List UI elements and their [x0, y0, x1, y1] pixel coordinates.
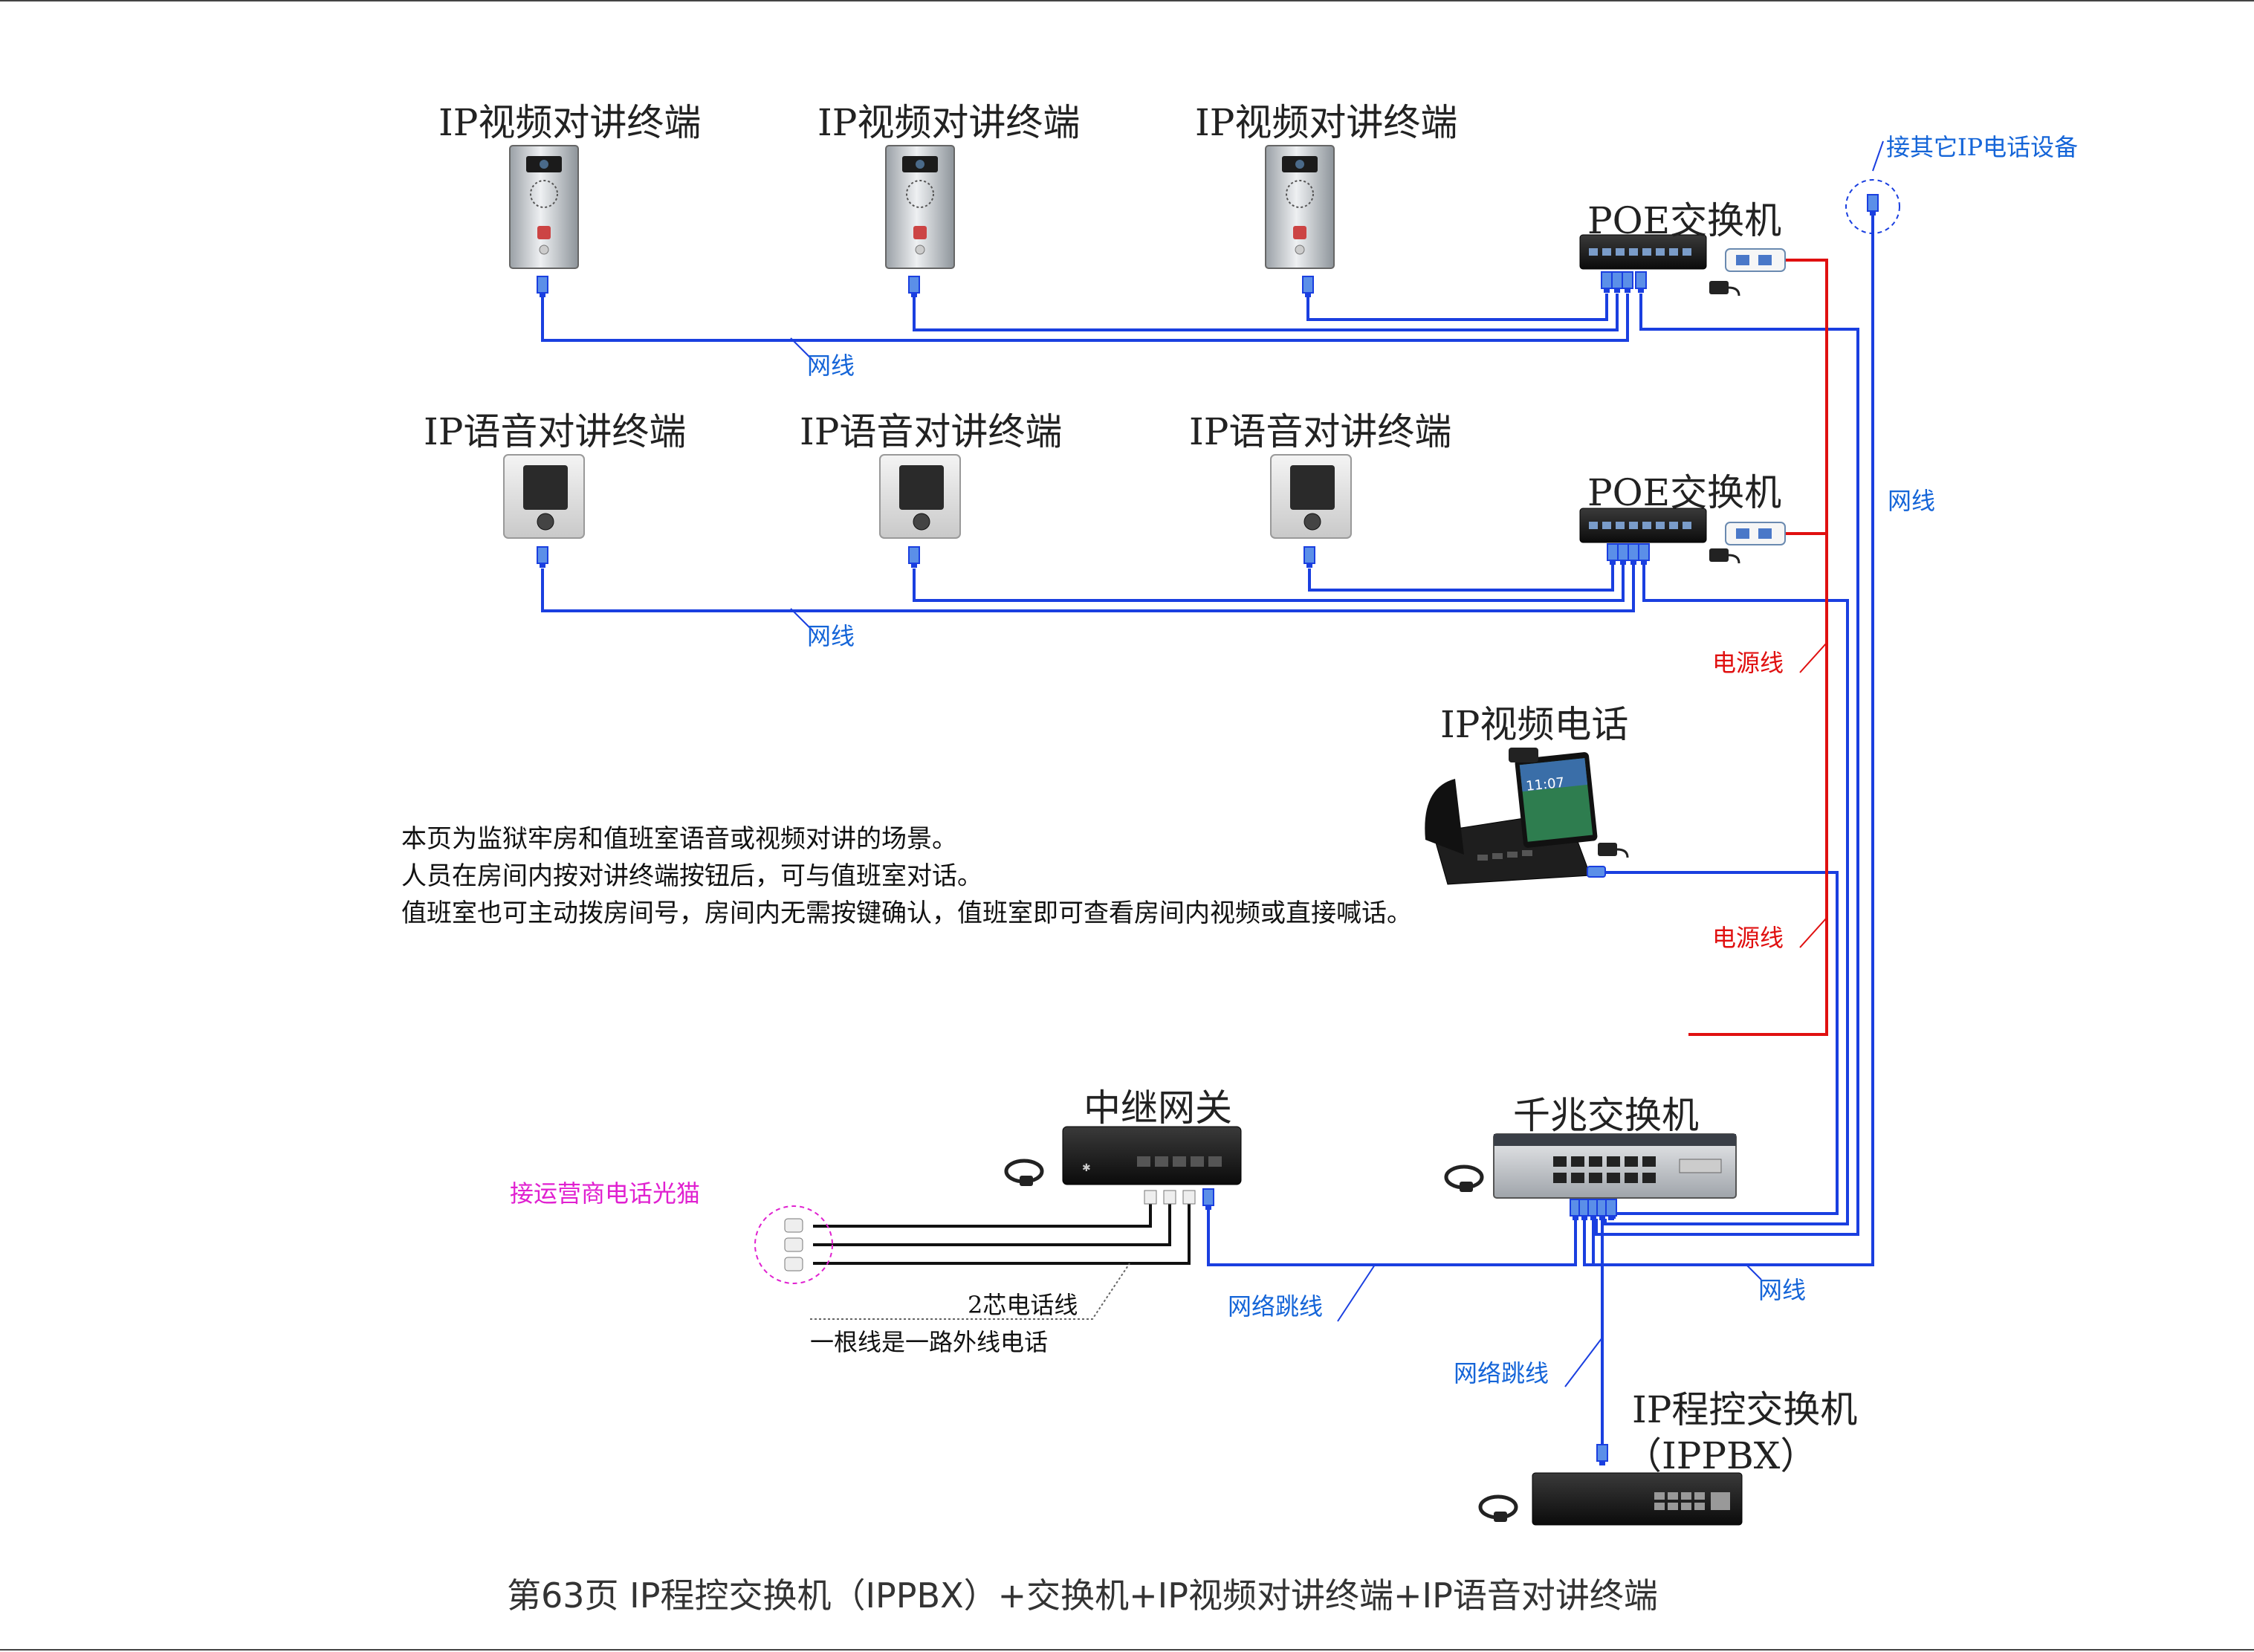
ippbx-label-line2: （IPPBX） [1625, 1434, 1818, 1477]
net-wire-voice-1 [541, 565, 1635, 612]
net-wire-label-2: 网线 [807, 622, 855, 650]
description-line-2: 人员在房间内按对讲终端按钮后，可与值班室对话。 [401, 861, 982, 891]
phone-line-label-1: 2芯电话线 [968, 1291, 1078, 1319]
gigabit-switch-device [1493, 1133, 1737, 1199]
net-wire-video-3 [1306, 294, 1608, 321]
ippbx-device [1532, 1472, 1743, 1526]
description-line-1: 本页为监狱牢房和值班室语音或视频对讲的场景。 [401, 824, 957, 854]
other-ip-label: 接其它IP电话设备 [1886, 133, 2079, 161]
leader-other-ip [1872, 140, 1884, 172]
net-wire-poe1-uplink [1595, 294, 1859, 1236]
ippbx-label-line1: IP程控交换机 [1632, 1388, 1858, 1431]
video-terminal-label-1: IP视频对讲终端 [438, 101, 702, 144]
trunk-gateway-device: ✱ [1062, 1126, 1242, 1185]
description-line-3: 值班室也可主动拨房间号，房间内无需按键确认，值班室即可查看房间内视频或直接喊话。 [401, 898, 1412, 928]
net-wire-other-ip [1583, 216, 1874, 1266]
ippbx-power-adapter [1478, 1494, 1518, 1522]
gateway-power-adapter [1004, 1159, 1044, 1186]
voice-terminal-label-1: IP语音对讲终端 [424, 410, 687, 453]
net-wire-label-right: 网线 [1888, 487, 1936, 515]
video-terminal-label-2: IP视频对讲终端 [817, 101, 1081, 144]
voice-terminal-device-1 [503, 454, 585, 539]
phone-line-1 [813, 1204, 1152, 1228]
poe-switch-label-2: POE交换机 [1587, 471, 1782, 514]
video-terminal-device-1 [509, 145, 579, 269]
video-phone-label: IP视频电话 [1440, 703, 1629, 746]
power-strip-1 [1725, 248, 1786, 272]
patch-wire-label-1: 网络跳线 [1228, 1292, 1324, 1321]
video-terminal-device-3 [1265, 145, 1335, 269]
power-wire-poe1 [1688, 259, 1828, 1036]
video-terminal-label-3: IP视频对讲终端 [1195, 101, 1458, 144]
net-wire-label-bottom: 网线 [1758, 1276, 1807, 1304]
phone-line-label-2: 一根线是一路外线电话 [810, 1328, 1049, 1356]
leader-net-1 [790, 337, 814, 361]
leader-power-2 [1799, 917, 1827, 948]
svg-text:✱: ✱ [1082, 1162, 1091, 1174]
power-wire-label-2: 电源线 [1712, 924, 1784, 952]
carrier-modem-ports [784, 1218, 803, 1272]
trunk-gateway-label: 中继网关 [1084, 1086, 1232, 1130]
voice-terminal-device-2 [879, 454, 961, 539]
net-wire-poe2-uplink [1604, 565, 1849, 1225]
video-terminal-device-2 [885, 145, 955, 269]
leader-power-1 [1799, 642, 1827, 673]
poe-switch-label-1: POE交换机 [1587, 199, 1782, 242]
phone-line-2 [813, 1204, 1171, 1246]
patch-wire-label-2: 网络跳线 [1454, 1359, 1549, 1387]
voice-terminal-label-2: IP语音对讲终端 [800, 410, 1063, 453]
leader-phone-line [810, 1263, 1130, 1320]
voice-terminal-device-3 [1270, 454, 1352, 539]
switch-power-adapter [1444, 1165, 1484, 1192]
video-phone-connector [1587, 866, 1606, 878]
footer-caption: 第63页 IP程控交换机（IPPBX）+交换机+IP视频对讲终端+IP语音对讲终… [507, 1575, 1658, 1616]
gigabit-switch-label: 千兆交换机 [1513, 1094, 1699, 1137]
net-wire-label-1: 网线 [807, 352, 855, 380]
poe-switch-device-1 [1579, 234, 1707, 270]
net-wire-voice-2 [913, 565, 1625, 602]
carrier-modem-circle [754, 1205, 833, 1284]
ip-video-phone-device [1425, 748, 1598, 885]
patch-wire-gateway [1207, 1202, 1577, 1266]
leader-net-bottom [1746, 1264, 1762, 1280]
top-border-line [0, 0, 2254, 1]
leader-net-2 [790, 608, 814, 632]
gateway-phone-connectors [1144, 1190, 1196, 1205]
net-wire-voice-3 [1308, 565, 1614, 592]
net-wire-video-1 [541, 294, 1629, 342]
leader-patch-1 [1337, 1264, 1376, 1322]
net-wire-video-2 [913, 294, 1619, 331]
phone-line-3 [813, 1204, 1191, 1265]
other-ip-device-circle [1845, 179, 1900, 234]
voice-terminal-label-3: IP语音对讲终端 [1189, 410, 1452, 453]
poe-switch-device-2 [1579, 508, 1707, 543]
power-wire-label-1: 电源线 [1712, 649, 1784, 677]
carrier-label: 接运营商电话光猫 [510, 1179, 701, 1208]
bottom-border-line [0, 1649, 2254, 1651]
power-strip-2 [1725, 522, 1786, 545]
leader-patch-2 [1564, 1337, 1603, 1387]
